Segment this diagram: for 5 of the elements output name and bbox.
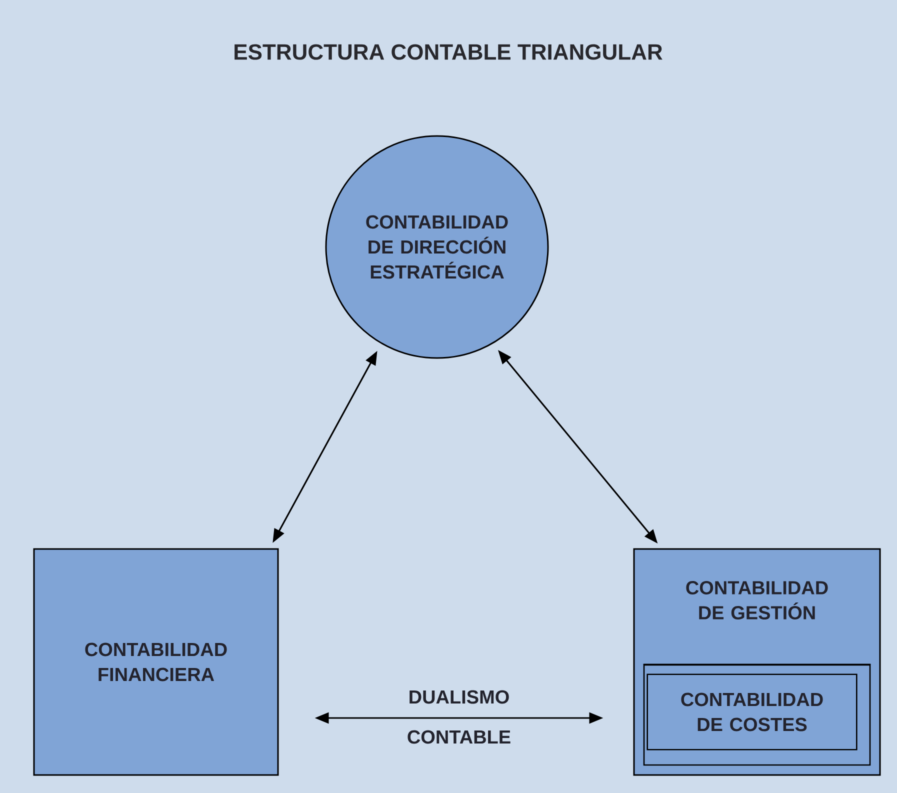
circle-node: CONTABILIDAD DE DIRECCIÓN ESTRATÉGICA <box>325 135 549 359</box>
process-box: CONTABILIDAD DE COSTES <box>643 664 871 766</box>
edge-label: DUALISMO CONTABLE <box>408 690 510 744</box>
process-box: CONTABILIDAD FINANCIERA <box>33 548 279 776</box>
title: ESTRUCTURA CONTABLE TRIANGULAR <box>234 44 662 60</box>
